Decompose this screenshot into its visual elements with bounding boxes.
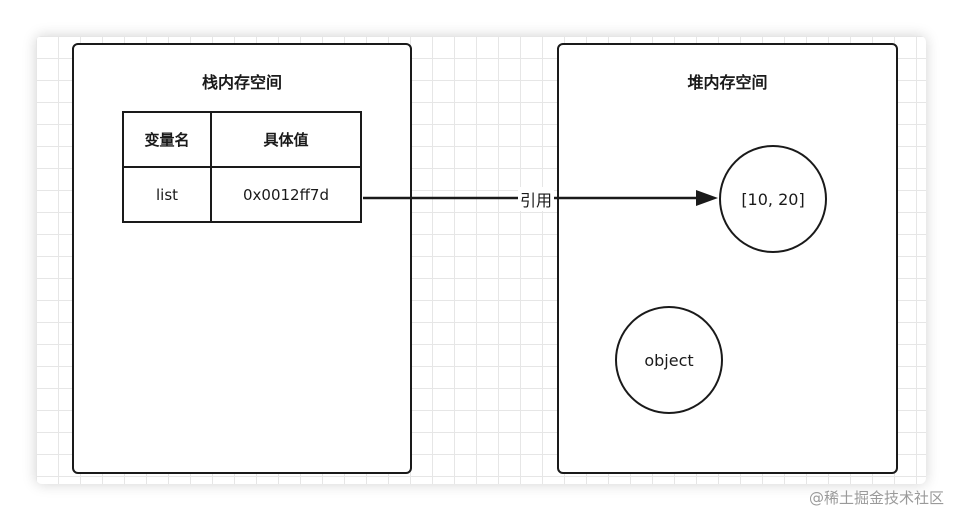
heap-panel: 堆内存空间 [10, 20] object <box>557 43 898 474</box>
stack-panel: 栈内存空间 变量名 具体值 list 0x0012ff7d <box>72 43 412 474</box>
reference-label: 引用 <box>518 187 555 211</box>
header-value: 具体值 <box>210 111 362 168</box>
heap-panel-title: 堆内存空间 <box>687 73 768 92</box>
watermark: @稀土掘金技术社区 <box>808 489 944 507</box>
table-header-row: 变量名 具体值 <box>122 111 362 168</box>
header-variable-name: 变量名 <box>122 111 212 168</box>
variable-table: 变量名 具体值 list 0x0012ff7d <box>122 111 362 223</box>
arrow-head <box>696 190 718 206</box>
cell-variable-name: list <box>122 166 212 223</box>
object-node: object <box>615 306 723 414</box>
stack-panel-title: 栈内存空间 <box>201 73 282 92</box>
cell-address: 0x0012ff7d <box>210 166 362 223</box>
table-row: list 0x0012ff7d <box>122 166 362 223</box>
array-node: [10, 20] <box>719 145 827 253</box>
